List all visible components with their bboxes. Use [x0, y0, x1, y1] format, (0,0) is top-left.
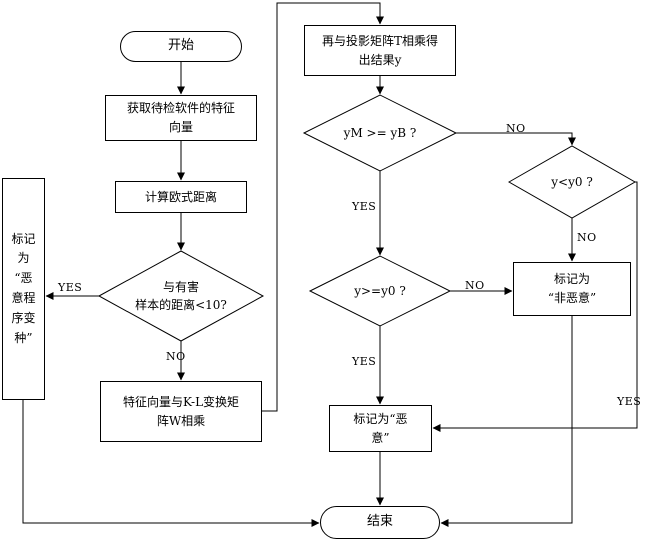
- edge-label-yge-yes: YES: [352, 355, 377, 368]
- ym-yb-check-diamond: [302, 94, 458, 172]
- ym-yb-check-label: yM >= yB ?: [343, 126, 417, 140]
- projection-node: 再与投影矩阵T相乘得 出结果y: [304, 25, 456, 76]
- y-lt-y0-check-diamond: [507, 145, 637, 219]
- edge-label-ylt-no: NO: [577, 231, 597, 244]
- edge-label-yge-no: NO: [465, 279, 485, 292]
- edge-label-ym-no: NO: [506, 122, 526, 135]
- non-malicious-node: 标记为 “非恶意”: [513, 262, 631, 316]
- edge-label-distance-no: NO: [166, 350, 186, 363]
- kl-multiply-node: 特征向量与K-L变换矩 阵W相乘: [100, 381, 262, 442]
- edge-kl-to-projection: [262, 2, 384, 412]
- distance-check-diamond: [97, 250, 265, 342]
- get-features-node: 获取待检软件的特征 向量: [105, 95, 257, 141]
- euclidean-distance-node: 计算欧式距离: [115, 181, 247, 213]
- start-node: 开始: [120, 31, 242, 62]
- y-ge-y0-check-diamond: [308, 255, 452, 327]
- malicious-node: 标记为“恶 意”: [329, 405, 432, 452]
- y-ge-y0-check-label: y>=y0 ?: [354, 284, 406, 298]
- edge-nonmalicious-to-end: [440, 316, 573, 527]
- edge-label-ym-yes: YES: [352, 200, 377, 213]
- edge-label-ylt-yes: YES: [617, 395, 642, 408]
- variant-label-node: 标记 为 “恶 意程 序变 种”: [2, 178, 45, 400]
- edge-ym-no-to-ylt-check: [456, 132, 576, 146]
- end-node: 结束: [320, 506, 440, 539]
- distance-check-label: 与有害 样本的距离<10?: [135, 280, 227, 312]
- edge-variant-to-end: [22, 400, 320, 527]
- y-lt-y0-check-label: y<y0 ?: [551, 175, 593, 189]
- edge-label-distance-yes: YES: [58, 281, 83, 294]
